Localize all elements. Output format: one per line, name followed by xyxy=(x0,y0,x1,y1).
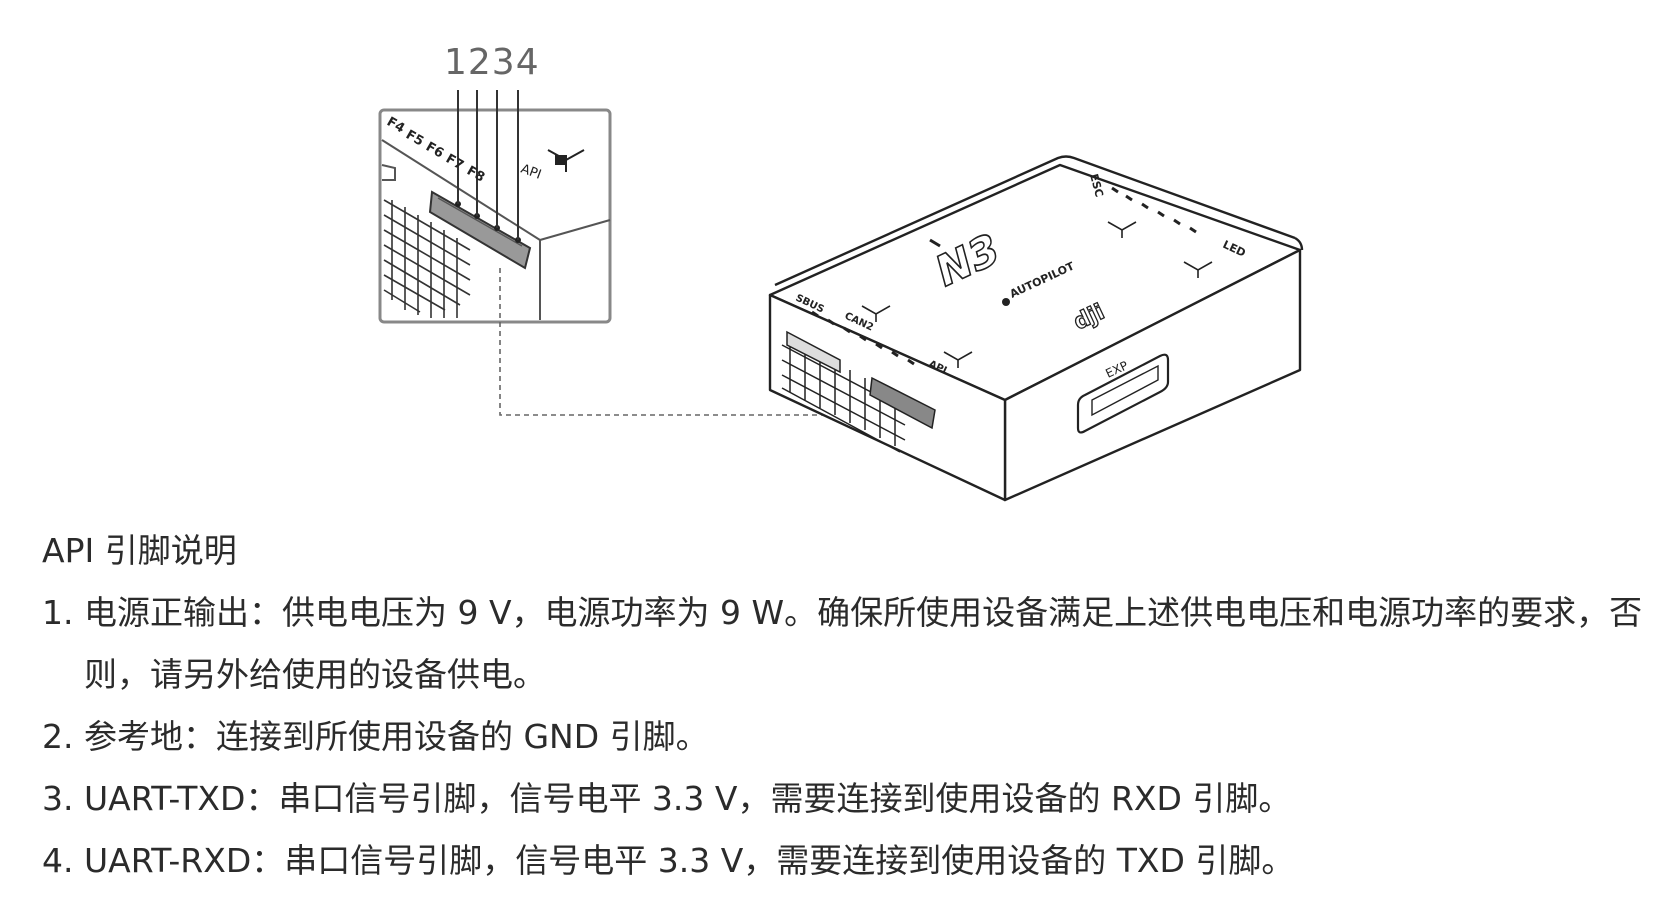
n3-autopilot-diagram: F4 F5 F6 F7 F8 API xyxy=(378,42,1304,502)
item-text: UART-RXD：串口信号引脚，信号电平 3.3 V，需要连接到使用设备的 TX… xyxy=(84,841,1295,880)
label-esc: ESC xyxy=(1087,172,1106,198)
port-number-ticks xyxy=(811,186,1197,366)
inset-api-label: API xyxy=(519,162,543,183)
list-item: 1. 电源正输出：供电电压为 9 V，电源功率为 9 W。确保所使用设备满足上述… xyxy=(42,582,1662,706)
diagram-svg: F4 F5 F6 F7 F8 API xyxy=(378,90,1304,502)
item-text: 电源正输出：供电电压为 9 V，电源功率为 9 W。确保所使用设备满足上述供电电… xyxy=(84,593,1643,694)
n3-device-body xyxy=(768,155,1304,502)
exp-port xyxy=(1076,353,1170,434)
list-item: 2. 参考地：连接到所使用设备的 GND 引脚。 xyxy=(42,706,1662,768)
item-number: 2. xyxy=(42,717,74,756)
section-heading: API 引脚说明 xyxy=(42,531,237,570)
item-text: 参考地：连接到所使用设备的 GND 引脚。 xyxy=(84,717,709,756)
drone-icons xyxy=(861,221,1213,368)
pin-numbers: 1234 xyxy=(444,42,540,83)
api-pin-description: API 引脚说明 1. 电源正输出：供电电压为 9 V，电源功率为 9 W。确保… xyxy=(42,520,1662,892)
list-item: 3. UART-TXD：串口信号引脚，信号电平 3.3 V，需要连接到使用设备的… xyxy=(42,768,1662,830)
left-port-grid xyxy=(781,330,936,453)
inset-api-icon xyxy=(547,149,585,172)
api-port-inset xyxy=(378,108,612,324)
item-number: 1. xyxy=(42,593,74,632)
pin-leader-lines xyxy=(457,90,519,240)
brand-dot-icon xyxy=(1002,298,1010,306)
indicator-slot xyxy=(929,238,941,248)
list-item: 4. UART-RXD：串口信号引脚，信号电平 3.3 V，需要连接到使用设备的… xyxy=(42,830,1662,892)
item-number: 3. xyxy=(42,779,74,818)
item-number: 4. xyxy=(42,841,74,880)
item-text: UART-TXD：串口信号引脚，信号电平 3.3 V，需要连接到使用设备的 RX… xyxy=(84,779,1292,818)
dashed-callout-line xyxy=(499,268,920,416)
